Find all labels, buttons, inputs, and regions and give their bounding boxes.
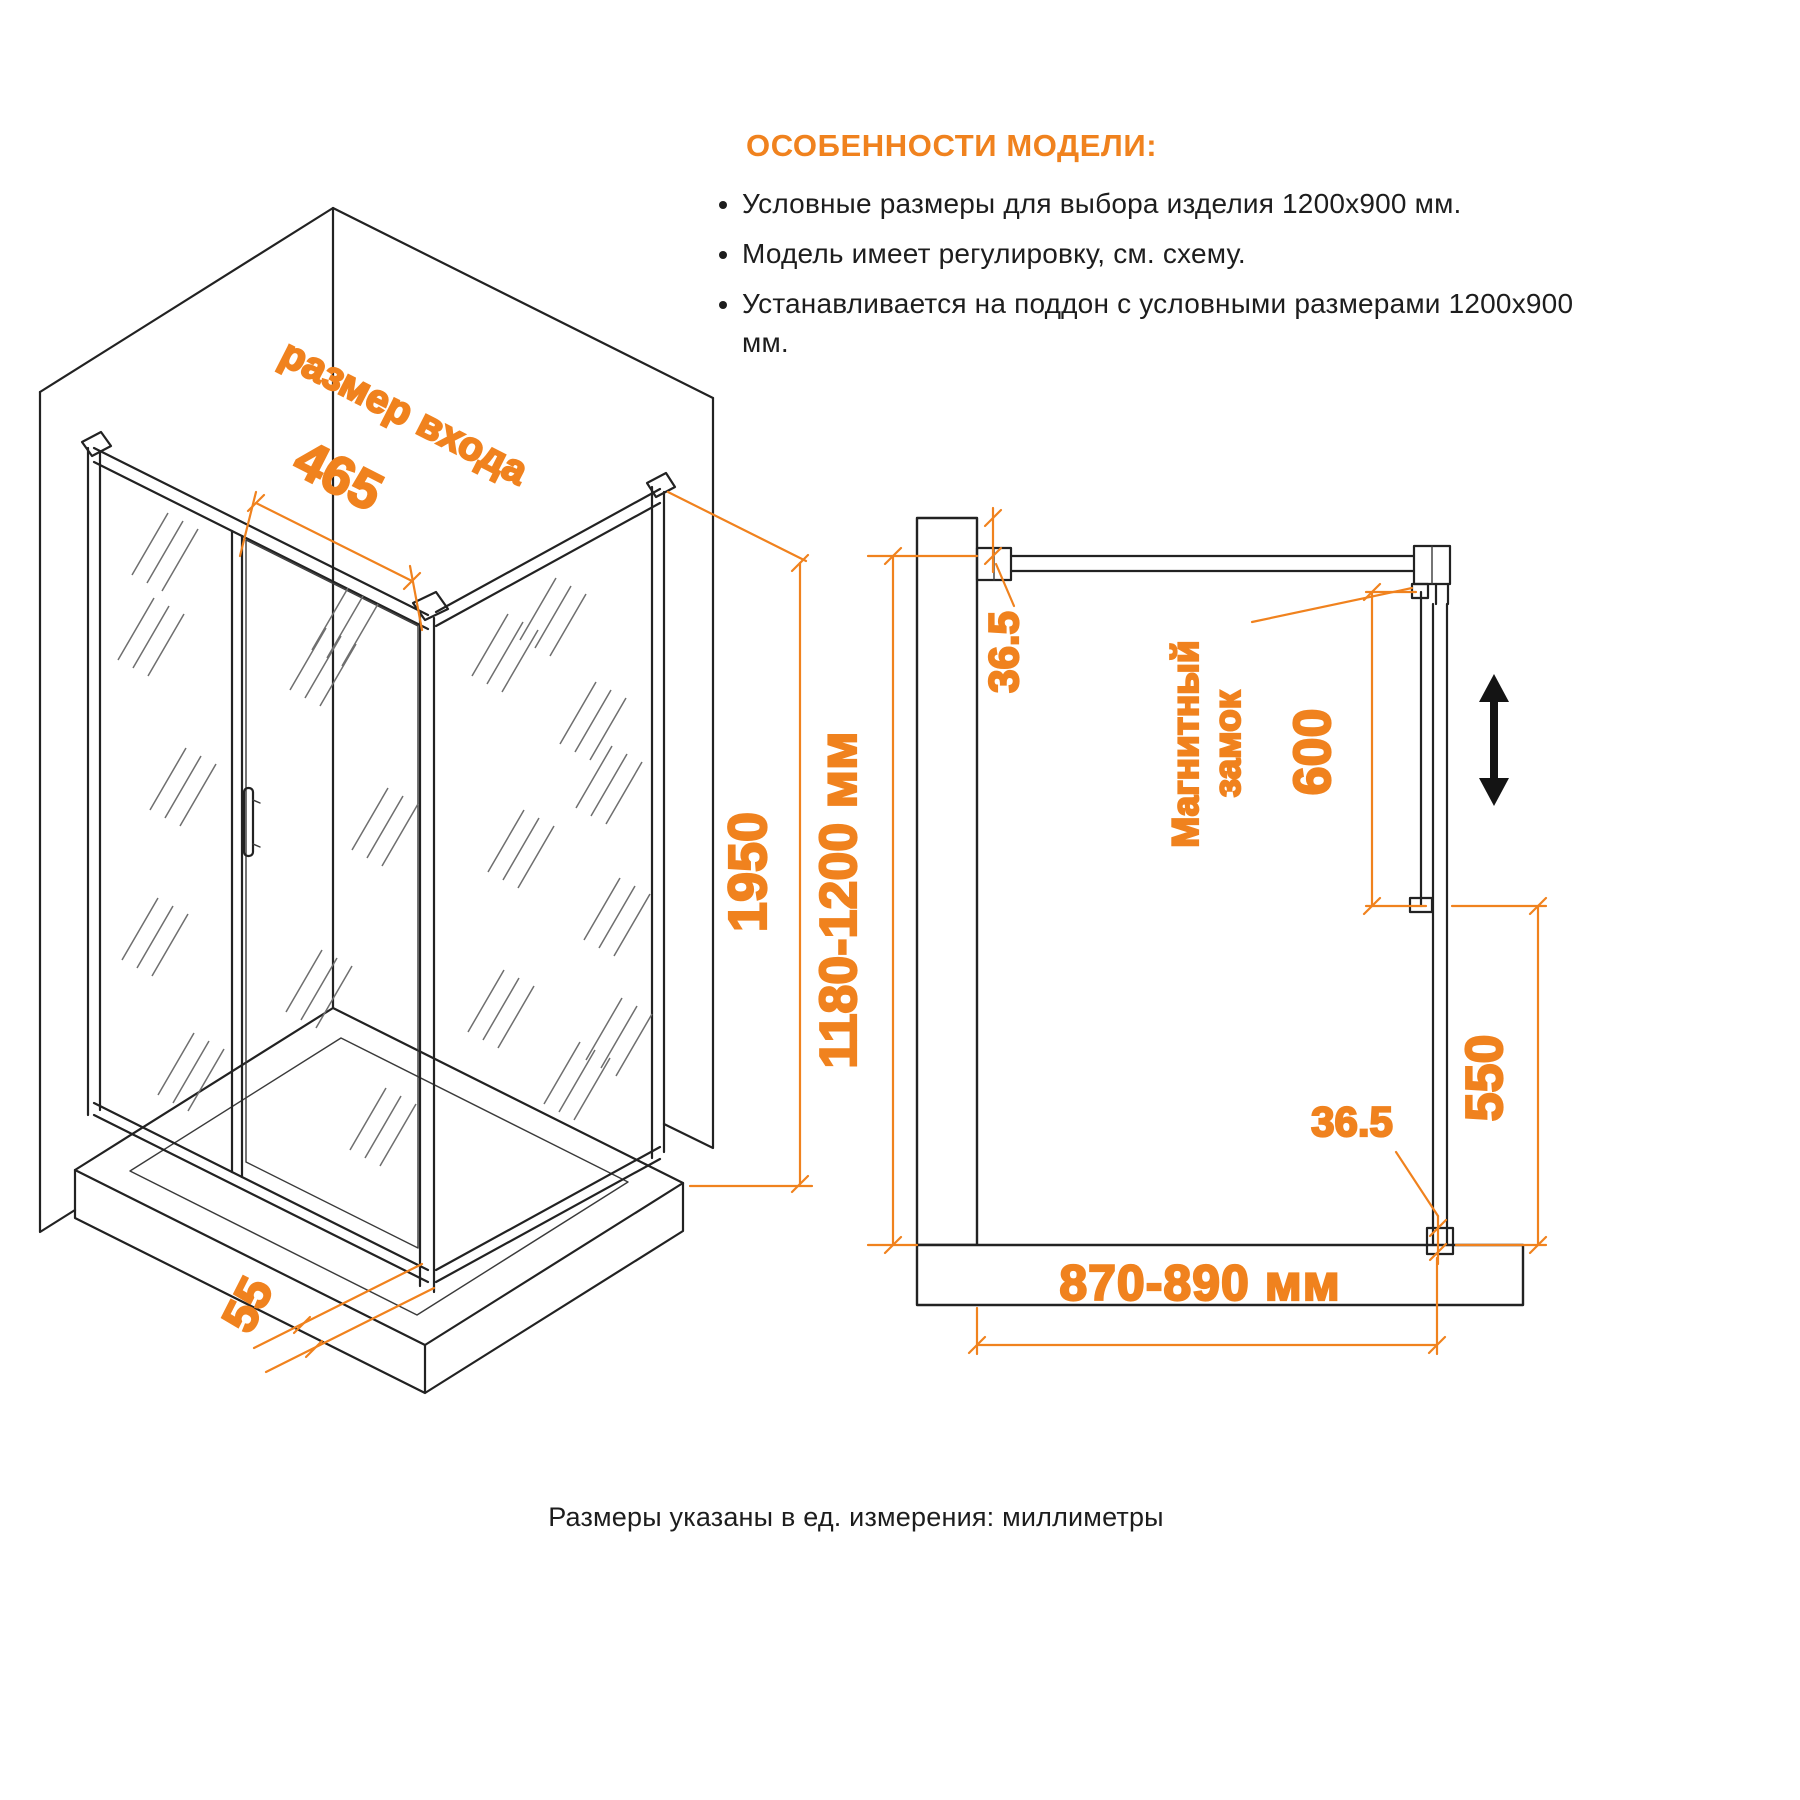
plan-dimensions: 1180-1200 мм 36.5 Магнитный замок 600 55… bbox=[809, 506, 1548, 1356]
door-handle bbox=[242, 786, 255, 858]
feature-item: Условные размеры для выбора изделия 1200… bbox=[742, 184, 1580, 224]
magnet-lock-label-line1: Магнитный bbox=[1165, 640, 1206, 847]
features-block: ОСОБЕННОСТИ МОДЕЛИ: Условные размеры для… bbox=[700, 128, 1580, 373]
plan-slide-arrow bbox=[1479, 674, 1509, 806]
dim-fixed-width-label: 550 bbox=[1456, 1035, 1514, 1122]
plan-walls bbox=[915, 516, 1525, 1307]
dim-tray-offset-label: 55 bbox=[212, 1269, 283, 1341]
dim-door-width-label: 600 bbox=[1284, 709, 1342, 796]
dim-profile-top-label: 36.5 bbox=[980, 611, 1027, 693]
iso-glass-hatching bbox=[117, 512, 653, 1167]
dim-width-range-label: 870-890 мм bbox=[1059, 1255, 1340, 1311]
units-note: Размеры указаны в ед. измерения: миллиме… bbox=[548, 1502, 1164, 1532]
iso-shower-tray bbox=[73, 1006, 685, 1395]
iso-enclosure-frame bbox=[80, 430, 677, 1294]
dim-profile-bottom-label: 36.5 bbox=[1311, 1098, 1393, 1145]
features-list: Условные размеры для выбора изделия 1200… bbox=[700, 184, 1580, 363]
dim-height-label: 1950 bbox=[718, 812, 778, 932]
dim-depth-range-label: 1180-1200 мм bbox=[810, 731, 868, 1068]
feature-item: Устанавливается на поддон с условными ра… bbox=[742, 284, 1580, 364]
iso-room-walls bbox=[38, 206, 715, 1234]
magnet-lock-label-line2: замок bbox=[1207, 690, 1248, 797]
iso-dimensions: 465 размер входа 1950 55 bbox=[211, 330, 814, 1374]
plan-enclosure bbox=[975, 544, 1455, 1256]
feature-item: Модель имеет регулировку, см. схему. bbox=[742, 234, 1580, 274]
dim-entrance-width-label: 465 bbox=[284, 429, 392, 523]
features-title: ОСОБЕННОСТИ МОДЕЛИ: bbox=[746, 128, 1158, 163]
